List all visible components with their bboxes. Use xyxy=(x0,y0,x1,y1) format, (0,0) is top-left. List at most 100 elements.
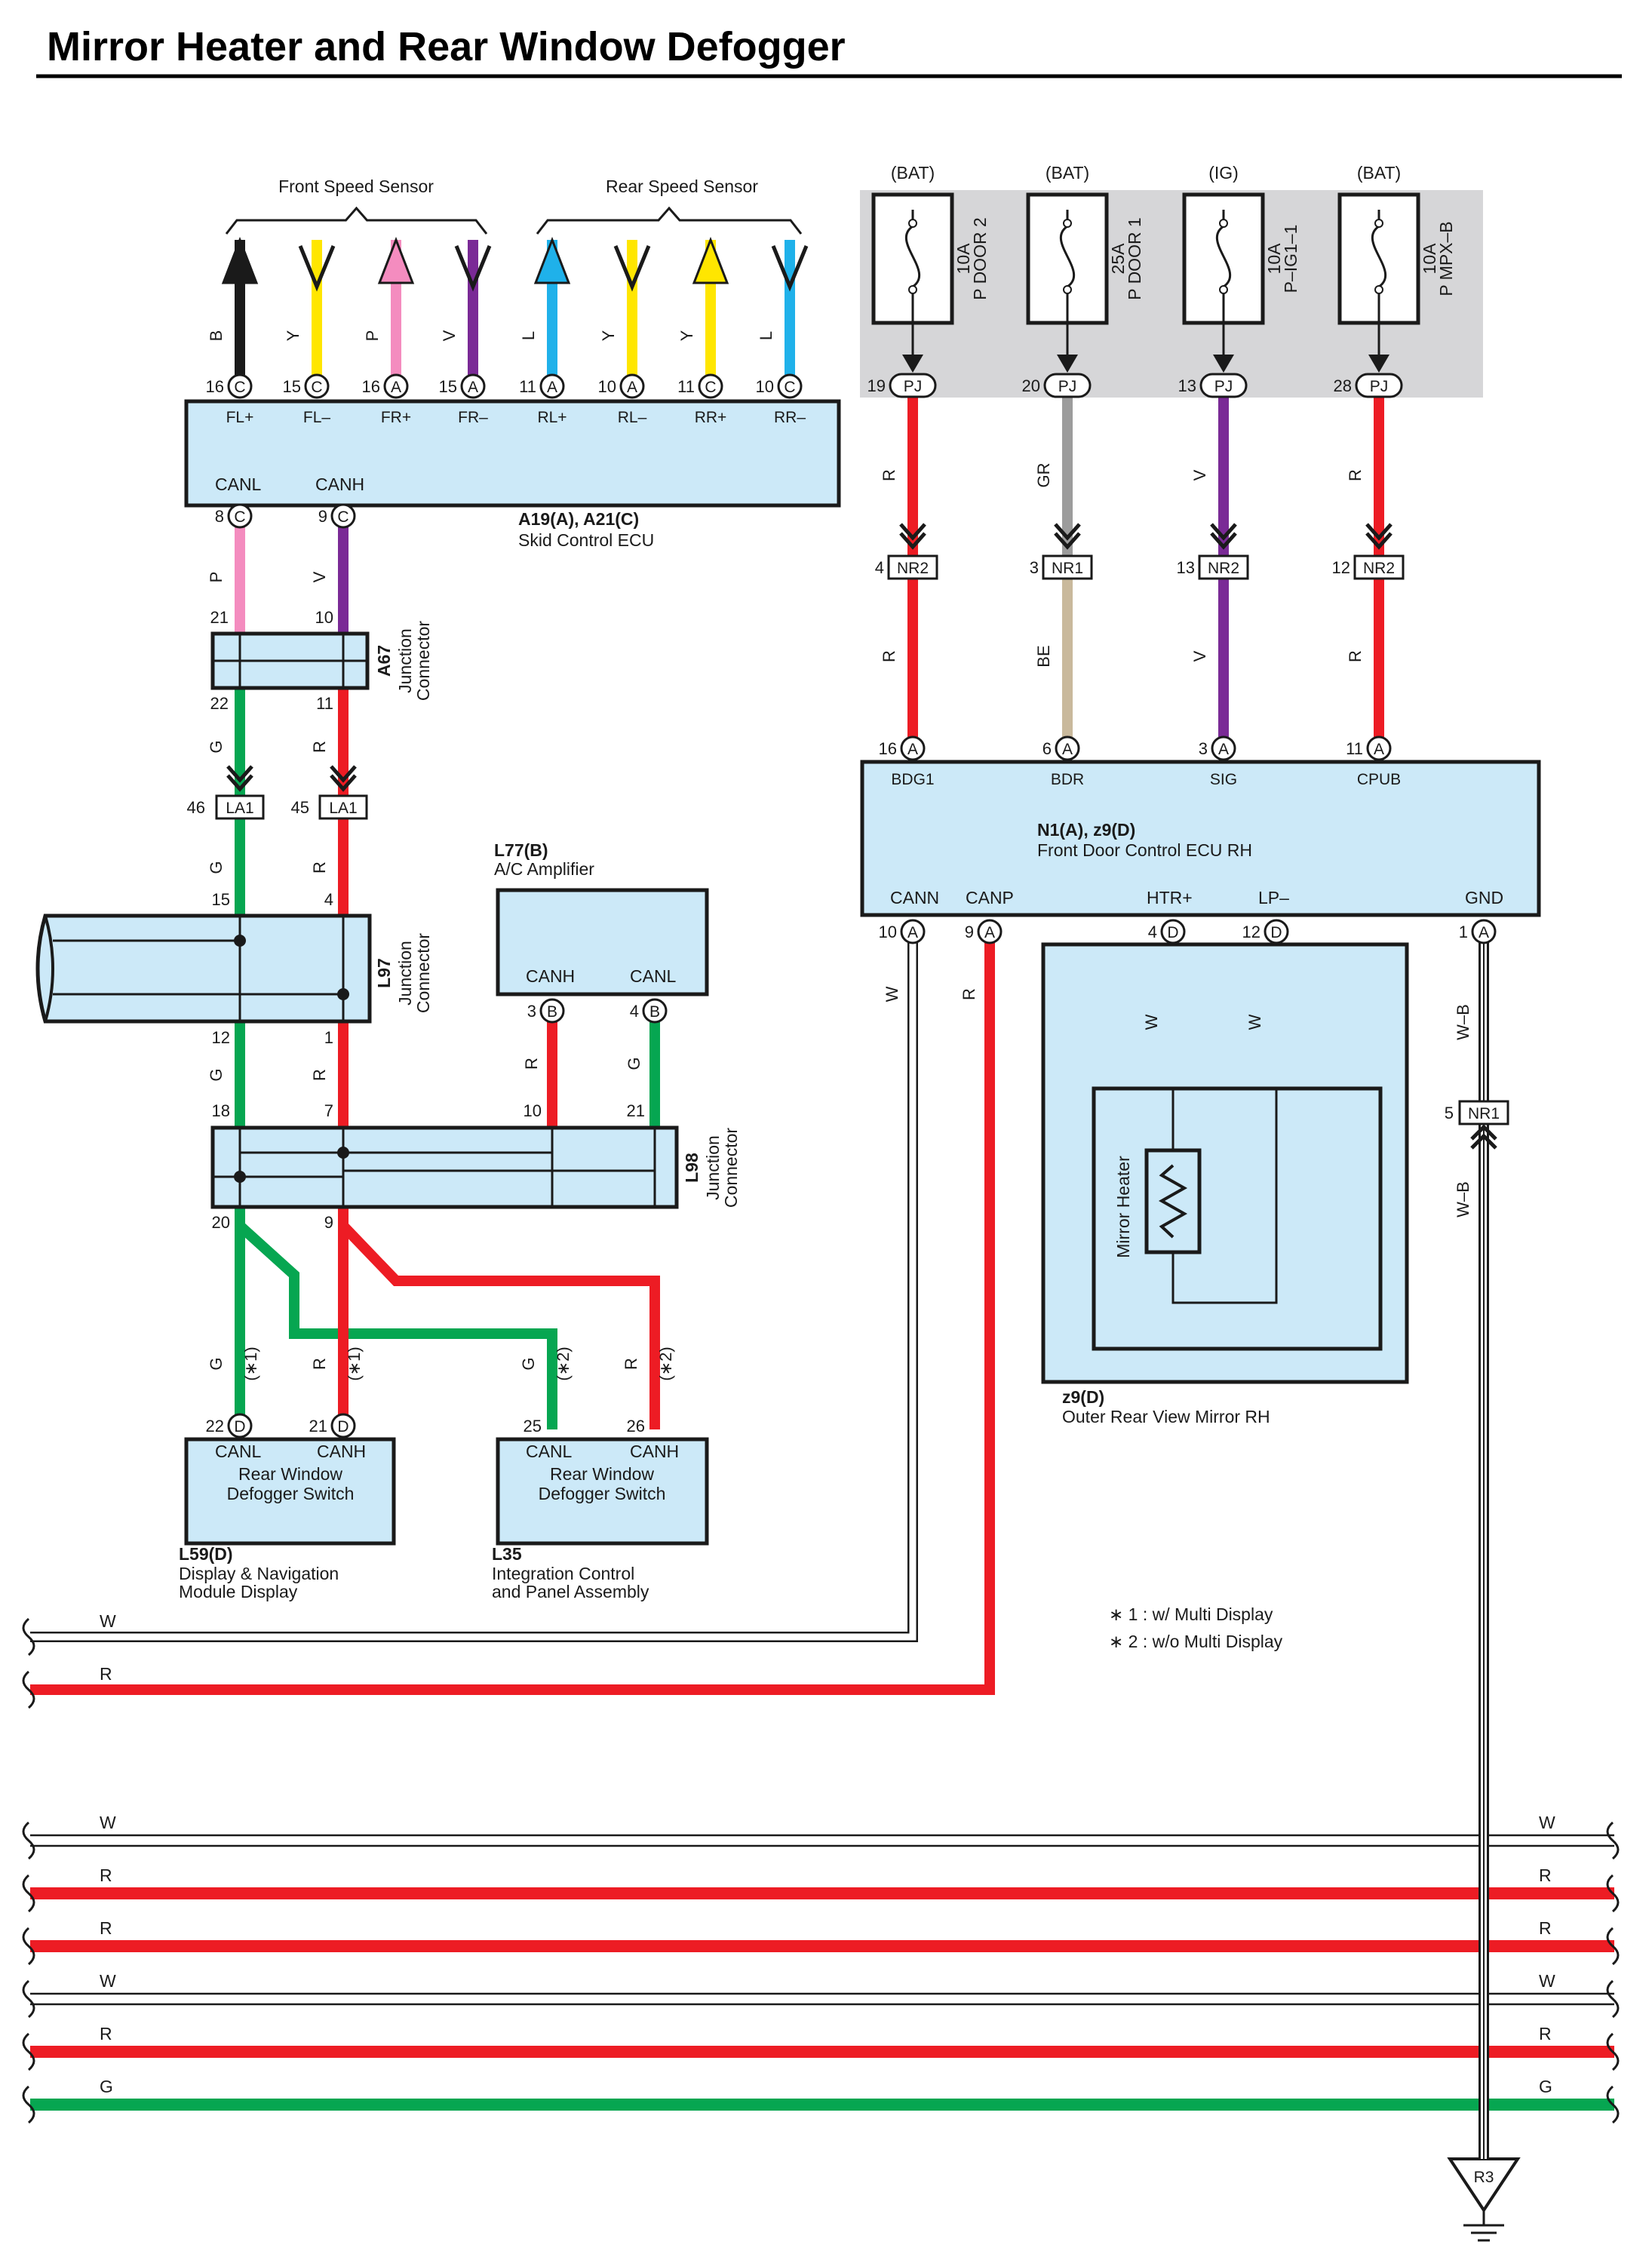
wire-color-label: R xyxy=(1346,469,1365,481)
la1-left-tag xyxy=(215,794,265,820)
wire-color-label: R xyxy=(622,1358,640,1370)
arrow-up-icon xyxy=(377,236,415,284)
pin-number: 21 xyxy=(309,1417,327,1435)
l97-pin: 1 xyxy=(324,1028,333,1047)
fuse-terminal xyxy=(1219,219,1228,228)
skid-canl-pin xyxy=(227,503,253,529)
sensor-pin-circle xyxy=(304,373,330,399)
fuse-name: P DOOR 2 xyxy=(970,217,990,300)
wire-color-label: R xyxy=(310,741,329,753)
l97-junction-box xyxy=(35,913,372,1024)
wire-color-label: W xyxy=(1245,1014,1264,1030)
pin-number: 12 xyxy=(1242,923,1260,941)
l59-canl-pin-letter: D xyxy=(234,1418,245,1435)
wire-color-label: Junction xyxy=(703,1135,723,1200)
wire-break-left xyxy=(22,1927,35,1966)
sensor-pin-circle xyxy=(383,373,409,399)
junction-dot xyxy=(337,1147,349,1159)
wire-color-label: GR xyxy=(1034,463,1053,488)
sensor-pin-circle-letter: A xyxy=(547,379,557,396)
bus-label-right: W xyxy=(1539,1813,1555,1832)
junction-dot xyxy=(234,1171,246,1183)
nr-chevron xyxy=(1365,532,1393,550)
wire-color-label: Connector xyxy=(413,933,433,1013)
l35-canh-label: CANH xyxy=(630,1442,679,1461)
wire-break-left xyxy=(22,1874,35,1913)
wire-color-label: V xyxy=(310,571,329,582)
sensor-wire-color: B xyxy=(207,330,226,342)
arrow-down-icon xyxy=(298,245,336,292)
wire-break-right xyxy=(1606,2085,1620,2124)
front-speed-sensor-label: Front Speed Sensor xyxy=(278,177,434,196)
la1-left-tag-text: LA1 xyxy=(226,800,253,817)
sensor-signal-label: RR– xyxy=(774,409,806,426)
boxes-layer xyxy=(35,192,1541,1546)
fuse-terminal xyxy=(908,285,917,294)
fuse-icon xyxy=(1371,225,1387,288)
sensor-pin-number: 16 xyxy=(206,377,224,396)
l77-canh-pin-letter: B xyxy=(547,1003,557,1021)
sensor-wire-color: Y xyxy=(599,330,618,341)
wire-color-label: G xyxy=(207,1068,226,1081)
l77-ac-amplifier-box xyxy=(496,888,709,996)
door-ecu-lp: LP– xyxy=(1258,888,1289,907)
l59-name: Display & Navigation xyxy=(179,1564,339,1583)
sensor-signal-label: RL– xyxy=(618,409,647,426)
sensor-pin-circle-letter: C xyxy=(784,379,795,396)
l35-pin: 26 xyxy=(627,1417,645,1435)
gnd-pin-letter: A xyxy=(1479,924,1489,941)
wire-break-right xyxy=(1606,1979,1620,2019)
sensor-signal-label: RL+ xyxy=(537,409,567,426)
l59-name: Module Display xyxy=(179,1582,298,1601)
l59-canh-pin xyxy=(330,1413,356,1439)
l77-canl-pin xyxy=(642,998,668,1024)
nr1-ground-tag xyxy=(1458,1100,1509,1125)
sensor-pin-circle-letter: A xyxy=(627,379,637,396)
fuse-name: P DOOR 1 xyxy=(1125,217,1144,300)
door-ecu-top-pin xyxy=(1055,735,1080,761)
l98-code: L98 xyxy=(682,1153,702,1183)
htr-pin xyxy=(1160,919,1186,944)
wire-color-label: G xyxy=(625,1057,643,1070)
skid-canh-label: CANH xyxy=(315,474,364,494)
ground-label: R3 xyxy=(1474,2169,1494,2186)
pj-connector-text: PJ xyxy=(1370,378,1389,395)
bus-label: W xyxy=(100,1611,116,1631)
door-ecu-top-pin xyxy=(900,735,926,761)
wire-color-label: R xyxy=(880,469,898,481)
wire-color-label: Connector xyxy=(721,1128,741,1208)
pin-number: 9 xyxy=(318,507,327,526)
nr-chevron xyxy=(899,532,926,550)
pj-connector xyxy=(1043,373,1092,398)
wire-color-label: G xyxy=(519,1357,538,1370)
cann-pin-letter: A xyxy=(907,924,918,941)
nr1-chevron xyxy=(1470,1124,1497,1141)
door-ecu-canp: CANP xyxy=(966,888,1014,907)
wire-break-right xyxy=(1606,1927,1620,1966)
door-ecu-pin-number: 6 xyxy=(1042,739,1052,758)
wire-color-label: P xyxy=(207,572,226,583)
bus-label-left: W xyxy=(100,1813,116,1832)
la1-chevron xyxy=(226,774,253,792)
door-ecu-top-pin-letter: A xyxy=(1218,741,1229,758)
l98-red-branch xyxy=(338,1207,660,1429)
la1-right-tag-text: LA1 xyxy=(329,800,357,817)
a67-pin: 11 xyxy=(316,694,333,713)
skid-ecu-code: A19(A), A21(C) xyxy=(518,509,639,529)
wire-break-right xyxy=(1606,2032,1620,2071)
bus-label-left: R xyxy=(100,1918,112,1938)
sensor-pin-number: 10 xyxy=(598,377,616,396)
wire-color-label: W xyxy=(1142,1014,1161,1030)
lp-pin xyxy=(1264,919,1289,944)
wire-color-label: W xyxy=(883,986,901,1002)
sensor-wire-color: Y xyxy=(677,330,696,341)
door-ecu-top-pin-letter: A xyxy=(1062,741,1073,758)
pin-number: 8 xyxy=(215,507,224,526)
sensor-pin-circle xyxy=(460,373,486,399)
nr-chevron-2 xyxy=(899,523,926,541)
pj-pin-number: 13 xyxy=(1178,376,1196,395)
sensor-wire-color: L xyxy=(519,331,538,340)
mirror-name: Outer Rear View Mirror RH xyxy=(1062,1407,1270,1426)
nr-chevron-2 xyxy=(1054,523,1081,541)
l97-pin: 12 xyxy=(212,1028,230,1047)
